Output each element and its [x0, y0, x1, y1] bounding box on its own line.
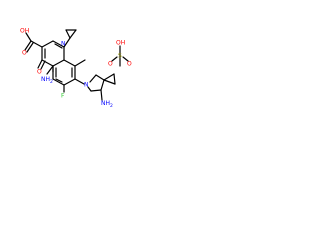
- bond: [103, 79, 116, 85]
- bond: [95, 74, 105, 81]
- carboxyl-o-label: O: [22, 50, 27, 57]
- ring-n-label: N: [61, 41, 66, 48]
- msa-s-label: S: [118, 53, 122, 60]
- bond: [89, 74, 97, 83]
- bond-double: [26, 42, 34, 53]
- bond: [30, 40, 43, 48]
- side-amino-label: NH2: [101, 100, 113, 109]
- bond: [46, 65, 54, 75]
- bond: [69, 29, 77, 39]
- pyrrolidine-n-label: N: [84, 82, 89, 89]
- bond: [122, 56, 129, 62]
- bond: [52, 40, 65, 48]
- bond: [63, 59, 76, 67]
- bond: [52, 59, 65, 67]
- bond-double: [40, 60, 46, 70]
- bond-double: [54, 43, 63, 49]
- bond: [25, 32, 32, 42]
- bond-double: [55, 78, 63, 83]
- amino-label: NH2: [41, 76, 53, 85]
- bond: [41, 59, 54, 67]
- bond: [100, 89, 103, 101]
- structure-diagram: OH O N O NH2 F N NH2 OH S O O: [20, 28, 132, 109]
- fluorine-label: F: [61, 93, 65, 100]
- bond-methyl: [74, 59, 86, 67]
- bond: [113, 73, 116, 85]
- bond: [63, 78, 76, 86]
- bond: [24, 40, 32, 51]
- bond: [100, 79, 105, 91]
- msa-o1-label: O: [108, 61, 113, 68]
- bond: [87, 86, 92, 92]
- bond: [37, 59, 43, 69]
- bond: [52, 78, 65, 86]
- msa-o2-label: O: [127, 61, 132, 68]
- msa-oh-label: OH: [116, 40, 125, 47]
- keto-o-label: O: [37, 69, 42, 76]
- bond: [74, 78, 85, 85]
- bond: [90, 89, 102, 92]
- bond: [65, 29, 71, 39]
- bond: [103, 73, 115, 81]
- bond: [63, 37, 71, 48]
- bond: [41, 40, 54, 48]
- carboxyl-oh-label: OH: [20, 28, 29, 35]
- bond: [111, 56, 118, 62]
